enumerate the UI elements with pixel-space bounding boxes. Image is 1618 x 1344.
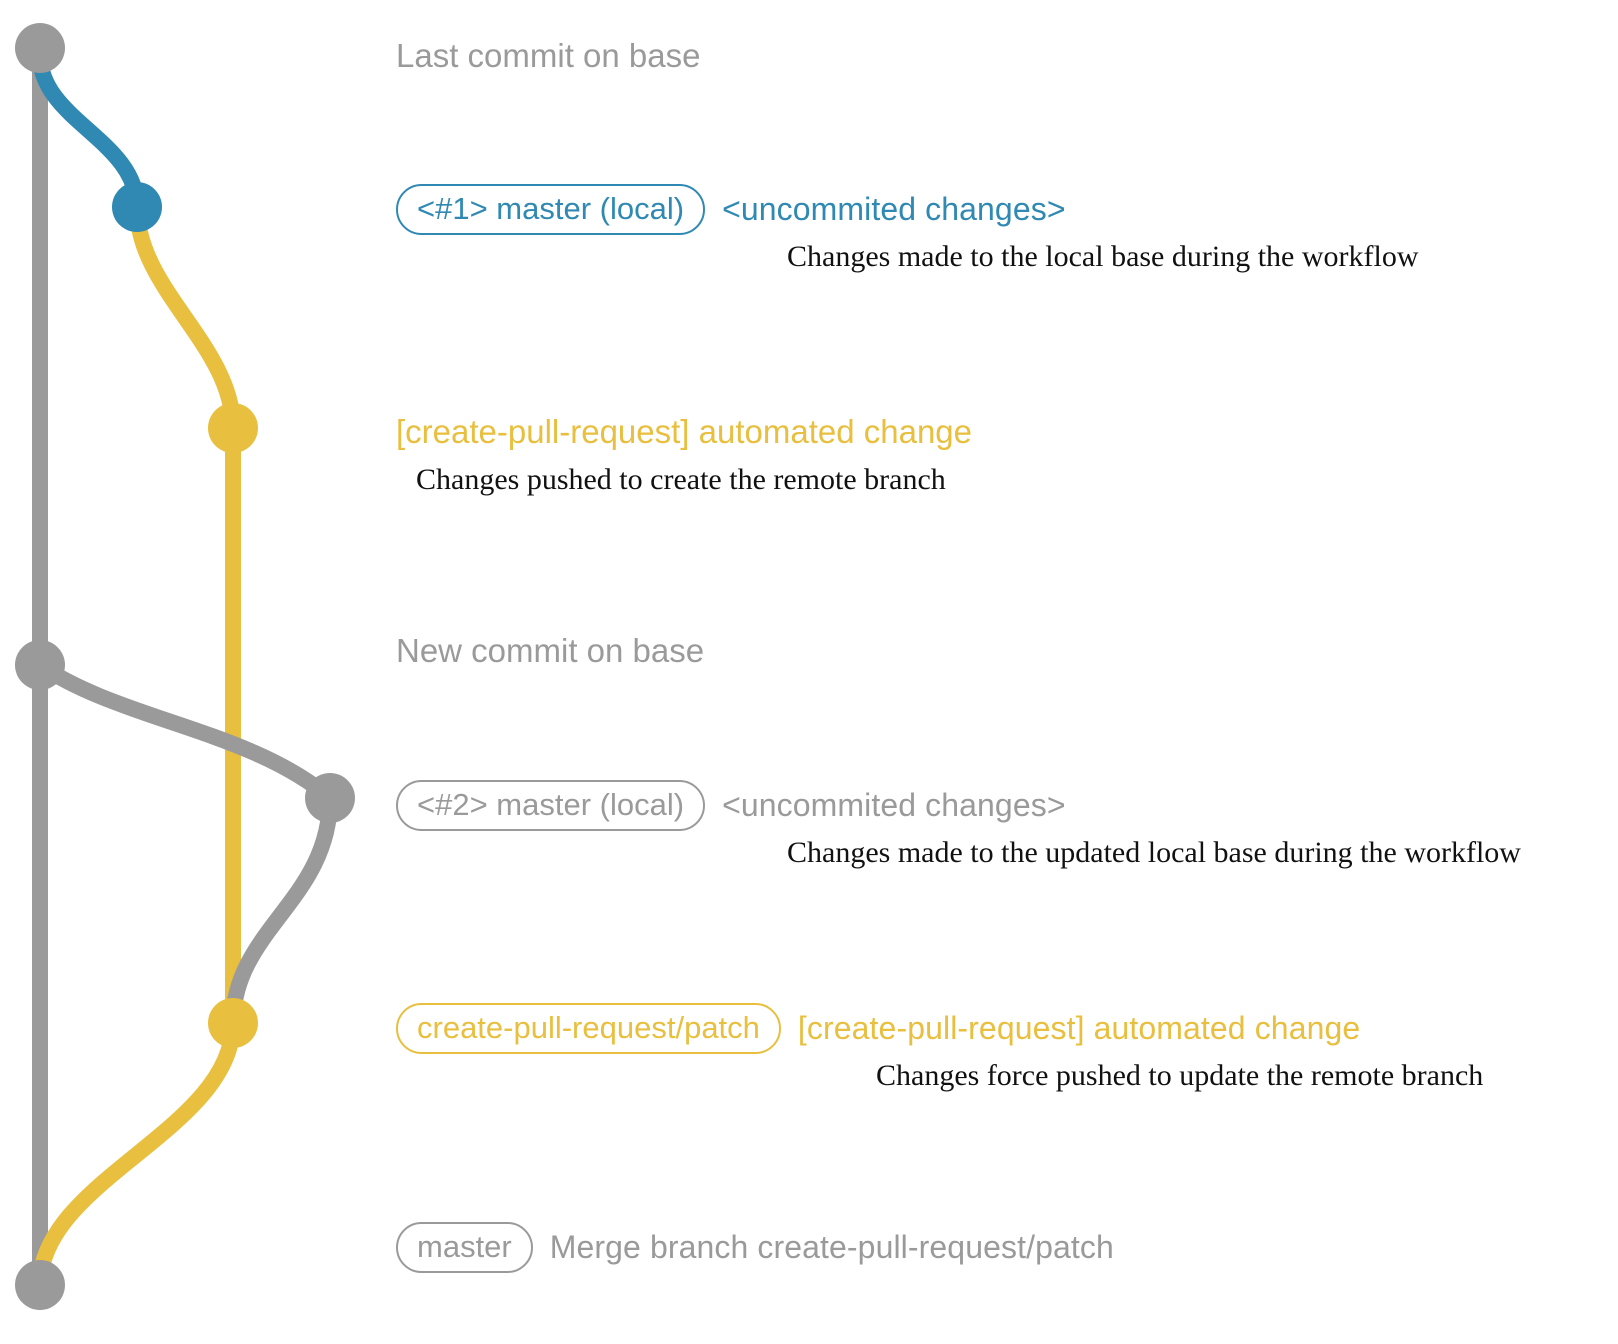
remote-branch-line-1 (129, 199, 241, 436)
commit-message-merge-master: Merge branch create-pull-request/patch (549, 1229, 1114, 1265)
commit-message-last-commit-on-base: Last commit on base (396, 37, 701, 74)
commit-node-master-local-1[interactable] (112, 182, 162, 232)
commit-row-automated-change-2: create-pull-request/patch [create-pull-r… (396, 1003, 1360, 1054)
commit-description-master-local-1: Changes made to the local base during th… (787, 240, 1419, 273)
commit-description-automated-change-2: Changes force pushed to update the remot… (876, 1059, 1484, 1092)
branch-chip-master[interactable]: master (396, 1222, 533, 1273)
local-to-remote-line-2 (225, 790, 338, 1031)
branch-chip-master-local-1[interactable]: <#1> master (local) (396, 184, 706, 235)
commit-message-master-local-1: <uncommited changes> (722, 191, 1066, 227)
commit-message-master-local-2: <uncommited changes> (722, 787, 1066, 823)
commit-row-master-local-1: <#1> master (local) <uncommited changes> (396, 184, 1066, 235)
commit-row-master-local-2: <#2> master (local) <uncommited changes> (396, 780, 1066, 831)
commit-description-automated-change-1: Changes pushed to create the remote bran… (416, 463, 946, 496)
local-branch-line-2 (32, 657, 338, 806)
commit-message-automated-change-2: [create-pull-request] automated change (797, 1010, 1361, 1046)
commit-message-new-commit-on-base: New commit on base (396, 632, 705, 669)
commit-node-master-local-2[interactable] (305, 773, 355, 823)
commit-node-automated-change-1[interactable] (208, 403, 258, 453)
branch-chip-master-local-2[interactable]: <#2> master (local) (396, 780, 706, 831)
commit-node-merge-master[interactable] (15, 1260, 65, 1310)
commit-node-last-commit-on-base[interactable] (15, 23, 65, 73)
commit-nodes (15, 23, 355, 1310)
commit-row-merge-master: master Merge branch create-pull-request/… (396, 1222, 1114, 1273)
commit-node-automated-change-2[interactable] (208, 998, 258, 1048)
commit-node-new-commit-on-base[interactable] (15, 640, 65, 690)
commit-message-automated-change-1: [create-pull-request] automated change (396, 413, 973, 450)
commit-description-master-local-2: Changes made to the updated local base d… (787, 836, 1521, 869)
branch-chip-create-pull-request-patch[interactable]: create-pull-request/patch (396, 1003, 781, 1054)
merge-line (32, 1015, 241, 1293)
